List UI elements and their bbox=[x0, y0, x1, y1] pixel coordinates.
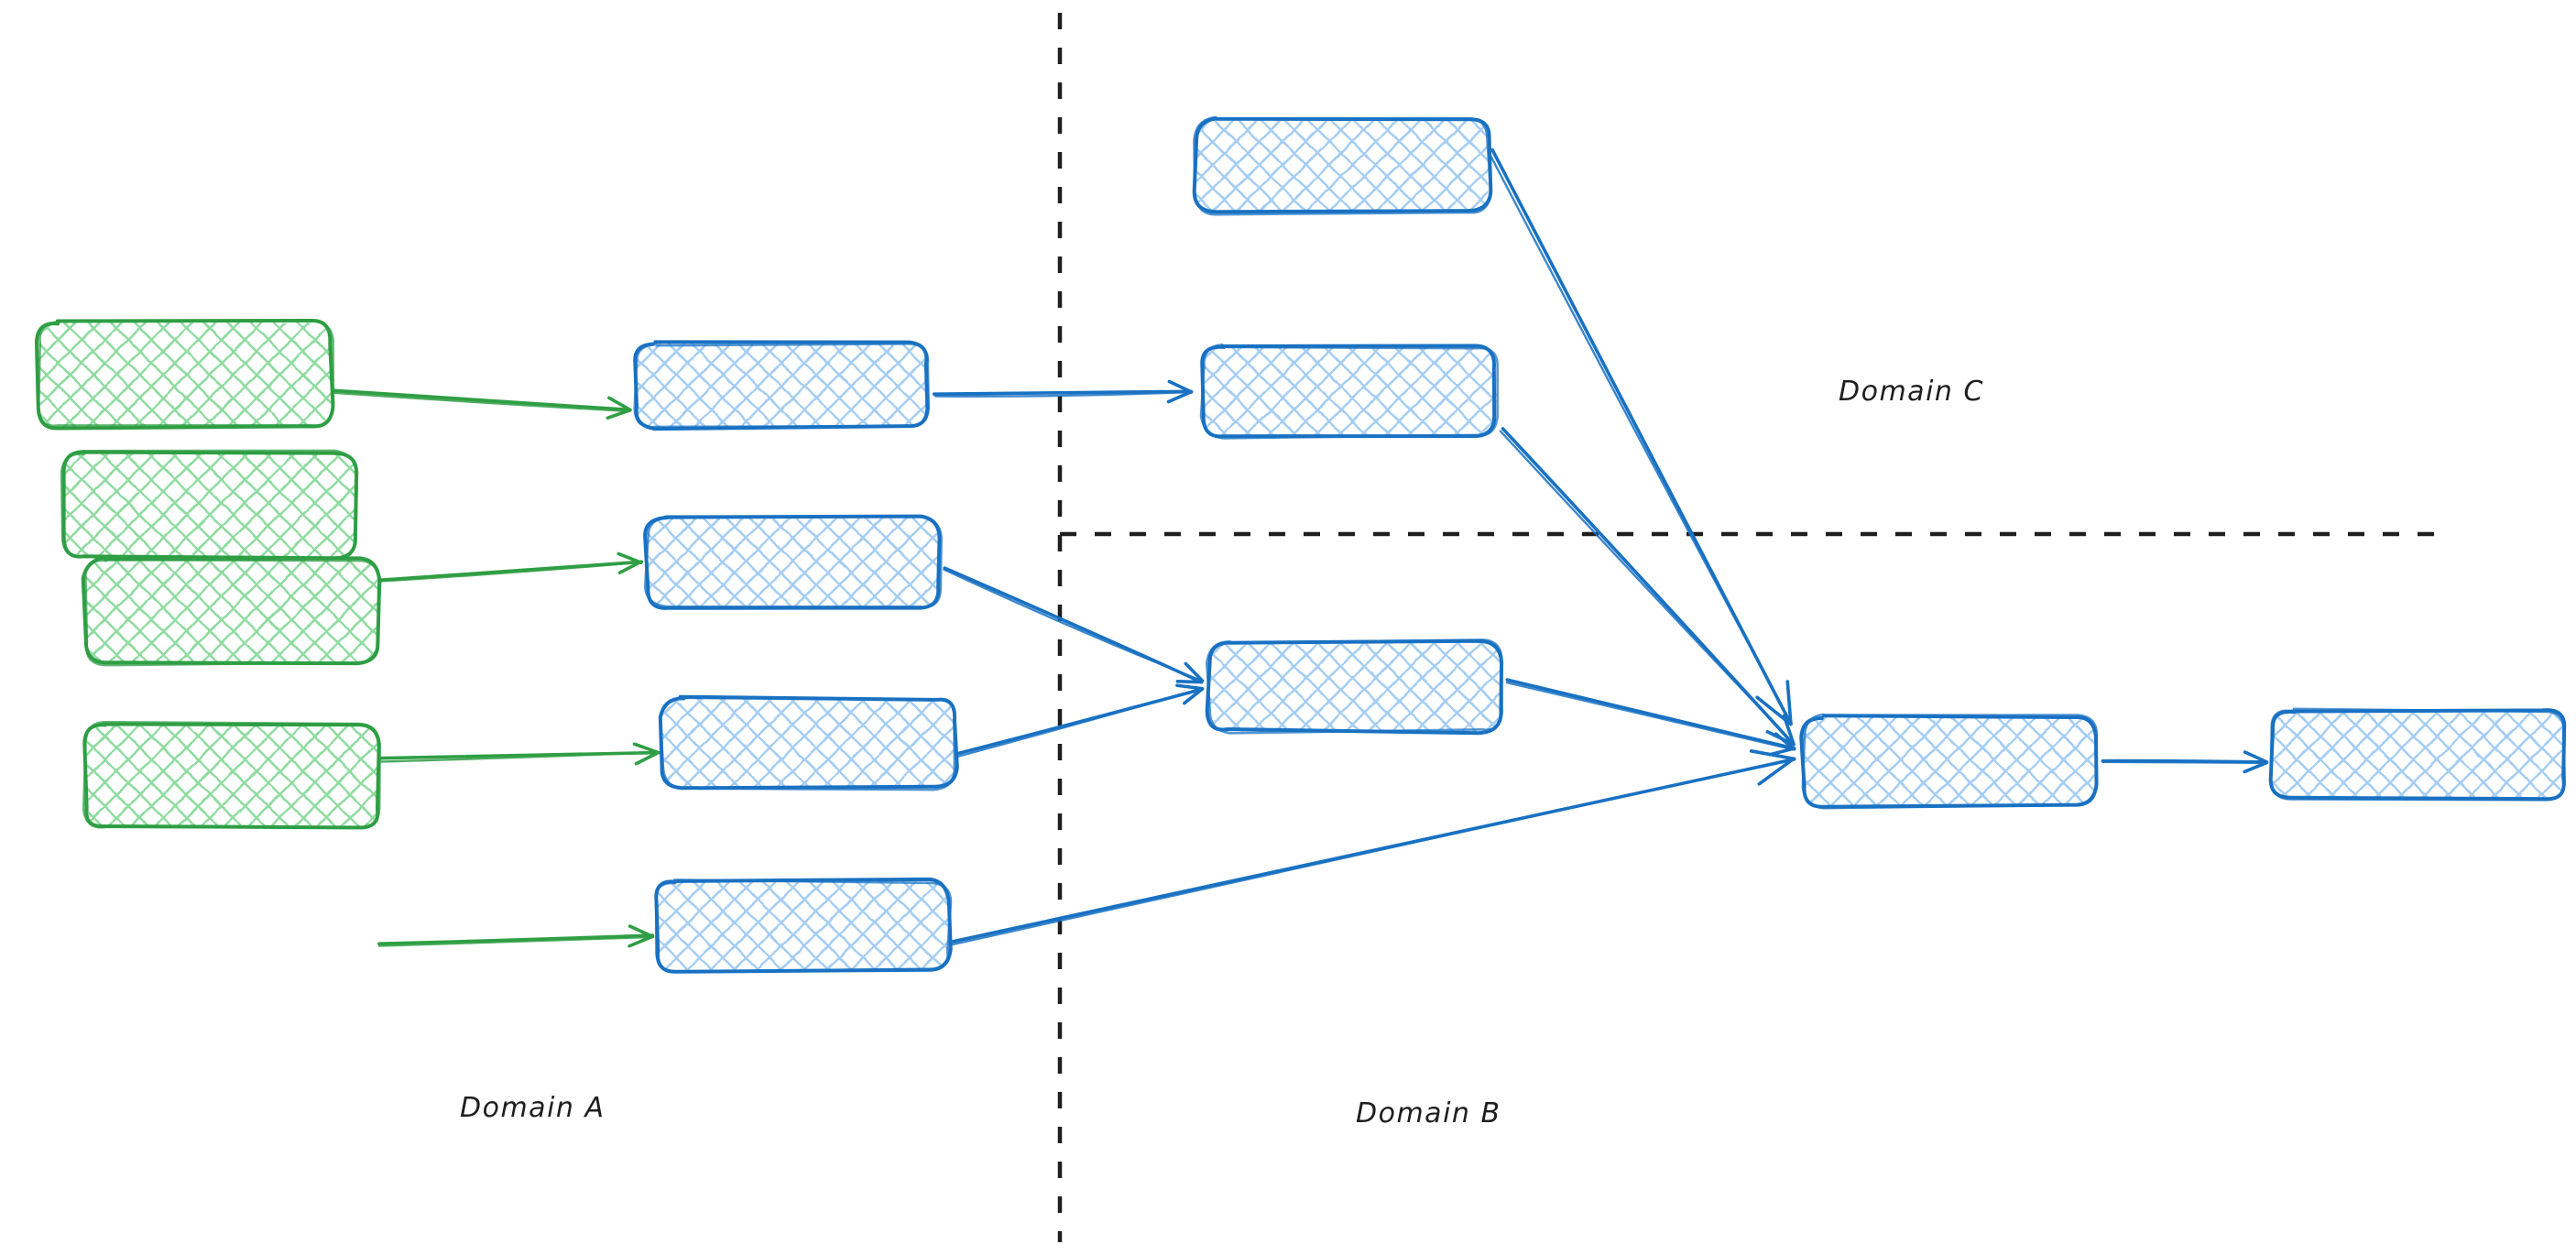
node-b1[interactable] bbox=[633, 340, 931, 431]
node-a2[interactable] bbox=[60, 449, 359, 561]
arrow-head bbox=[607, 396, 632, 412]
arrow-head bbox=[617, 551, 643, 565]
node-c2[interactable] bbox=[1199, 344, 1499, 440]
divider-layer bbox=[1057, 13, 2451, 1242]
arrow-shaft bbox=[943, 568, 1204, 682]
edge-e-b4-d1 bbox=[951, 749, 1796, 946]
domain-label-c: Domain C bbox=[1839, 376, 1984, 408]
domain-label-b: Domain B bbox=[1356, 1097, 1501, 1130]
edge-e-b3-c3 bbox=[953, 683, 1205, 758]
arrow-head bbox=[628, 934, 654, 948]
node-outline bbox=[659, 696, 956, 791]
node-outline bbox=[1193, 115, 1492, 216]
node-fill bbox=[1803, 716, 2096, 806]
edges-layer bbox=[330, 147, 2269, 948]
node-outline bbox=[82, 720, 381, 830]
node-fill bbox=[85, 559, 378, 663]
arrow-head bbox=[1184, 661, 1205, 683]
arrow-shaft bbox=[954, 687, 1203, 758]
arrow-shaft bbox=[951, 758, 1796, 946]
arrow-head bbox=[634, 751, 660, 766]
node-fill bbox=[38, 322, 332, 427]
edge-e-b1-c2 bbox=[932, 379, 1194, 404]
node-fill bbox=[1195, 119, 1489, 213]
node-outline bbox=[84, 558, 382, 667]
node-a4[interactable] bbox=[82, 720, 381, 830]
arrow-shaft bbox=[1505, 681, 1796, 751]
node-c3[interactable] bbox=[1205, 638, 1504, 736]
arrow-shaft bbox=[932, 389, 1193, 396]
node-outline bbox=[654, 878, 953, 974]
node-d1[interactable] bbox=[1799, 713, 2099, 810]
node-c1[interactable] bbox=[1192, 115, 1493, 216]
arrow-shaft bbox=[1505, 678, 1796, 750]
arrow-shaft bbox=[331, 391, 631, 413]
arrow-head bbox=[617, 560, 643, 574]
edge-e-a1-b1 bbox=[330, 388, 632, 420]
arrow-head bbox=[1183, 687, 1205, 705]
node-b2[interactable] bbox=[643, 514, 943, 610]
node-b4[interactable] bbox=[654, 877, 953, 974]
arrow-shaft bbox=[330, 388, 632, 412]
arrow-head bbox=[1167, 379, 1194, 394]
edge-e-c2-d1 bbox=[1499, 427, 1796, 747]
node-fill bbox=[662, 698, 955, 788]
node-a3[interactable] bbox=[81, 555, 382, 667]
arrow-head bbox=[1782, 714, 1796, 746]
edge-e-d1-d2 bbox=[2101, 750, 2269, 774]
node-outline bbox=[1205, 638, 1504, 735]
arrow-head bbox=[606, 409, 632, 420]
node-outline bbox=[37, 320, 335, 428]
edge-e-c1-d1 bbox=[1487, 147, 1793, 726]
nodes-layer bbox=[34, 115, 2567, 974]
arrow-head bbox=[628, 924, 655, 939]
node-fill bbox=[656, 881, 949, 971]
node-fill bbox=[62, 453, 355, 557]
node-fill bbox=[85, 724, 378, 828]
edge-e-b2-c3 bbox=[943, 566, 1205, 684]
node-fill bbox=[647, 518, 940, 607]
arrow-shaft bbox=[377, 933, 654, 945]
arrow-head bbox=[1175, 683, 1204, 691]
domain-label-a: Domain A bbox=[460, 1092, 606, 1124]
arrow-head bbox=[632, 742, 660, 755]
node-outline bbox=[1199, 344, 1499, 440]
arrow-head bbox=[2243, 760, 2269, 774]
edge-e-a2-b2 bbox=[355, 551, 644, 584]
edge-e-a3-b3 bbox=[377, 742, 660, 766]
arrow-shaft bbox=[934, 390, 1193, 398]
node-outline bbox=[2269, 707, 2566, 802]
arrow-shaft bbox=[1487, 150, 1793, 726]
arrow-head bbox=[1749, 749, 1796, 761]
arrow-head bbox=[2243, 750, 2269, 764]
node-outline bbox=[1192, 116, 1493, 214]
arrow-shaft bbox=[1499, 430, 1796, 746]
edge-e-a4-b4 bbox=[377, 924, 655, 948]
arrow-shaft bbox=[377, 750, 660, 763]
node-outline bbox=[1205, 638, 1504, 736]
node-fill bbox=[2272, 710, 2565, 800]
arrow-head bbox=[1785, 680, 1793, 726]
node-a1[interactable] bbox=[34, 318, 335, 431]
node-b3[interactable] bbox=[658, 694, 959, 791]
node-outline bbox=[1801, 713, 2099, 810]
node-outline bbox=[643, 515, 943, 608]
edge-e-c3-d1 bbox=[1505, 678, 1796, 757]
arrow-shaft bbox=[355, 561, 643, 584]
arrow-head bbox=[1166, 389, 1194, 404]
node-fill bbox=[1208, 641, 1501, 731]
node-fill bbox=[635, 344, 928, 428]
node-outline bbox=[633, 343, 931, 429]
node-d2[interactable] bbox=[2268, 707, 2567, 802]
arrow-shaft bbox=[377, 935, 654, 947]
node-fill bbox=[1203, 346, 1496, 436]
arrow-shaft bbox=[2101, 760, 2268, 764]
arrow-head bbox=[1774, 732, 1796, 751]
arrow-head bbox=[1757, 757, 1796, 786]
